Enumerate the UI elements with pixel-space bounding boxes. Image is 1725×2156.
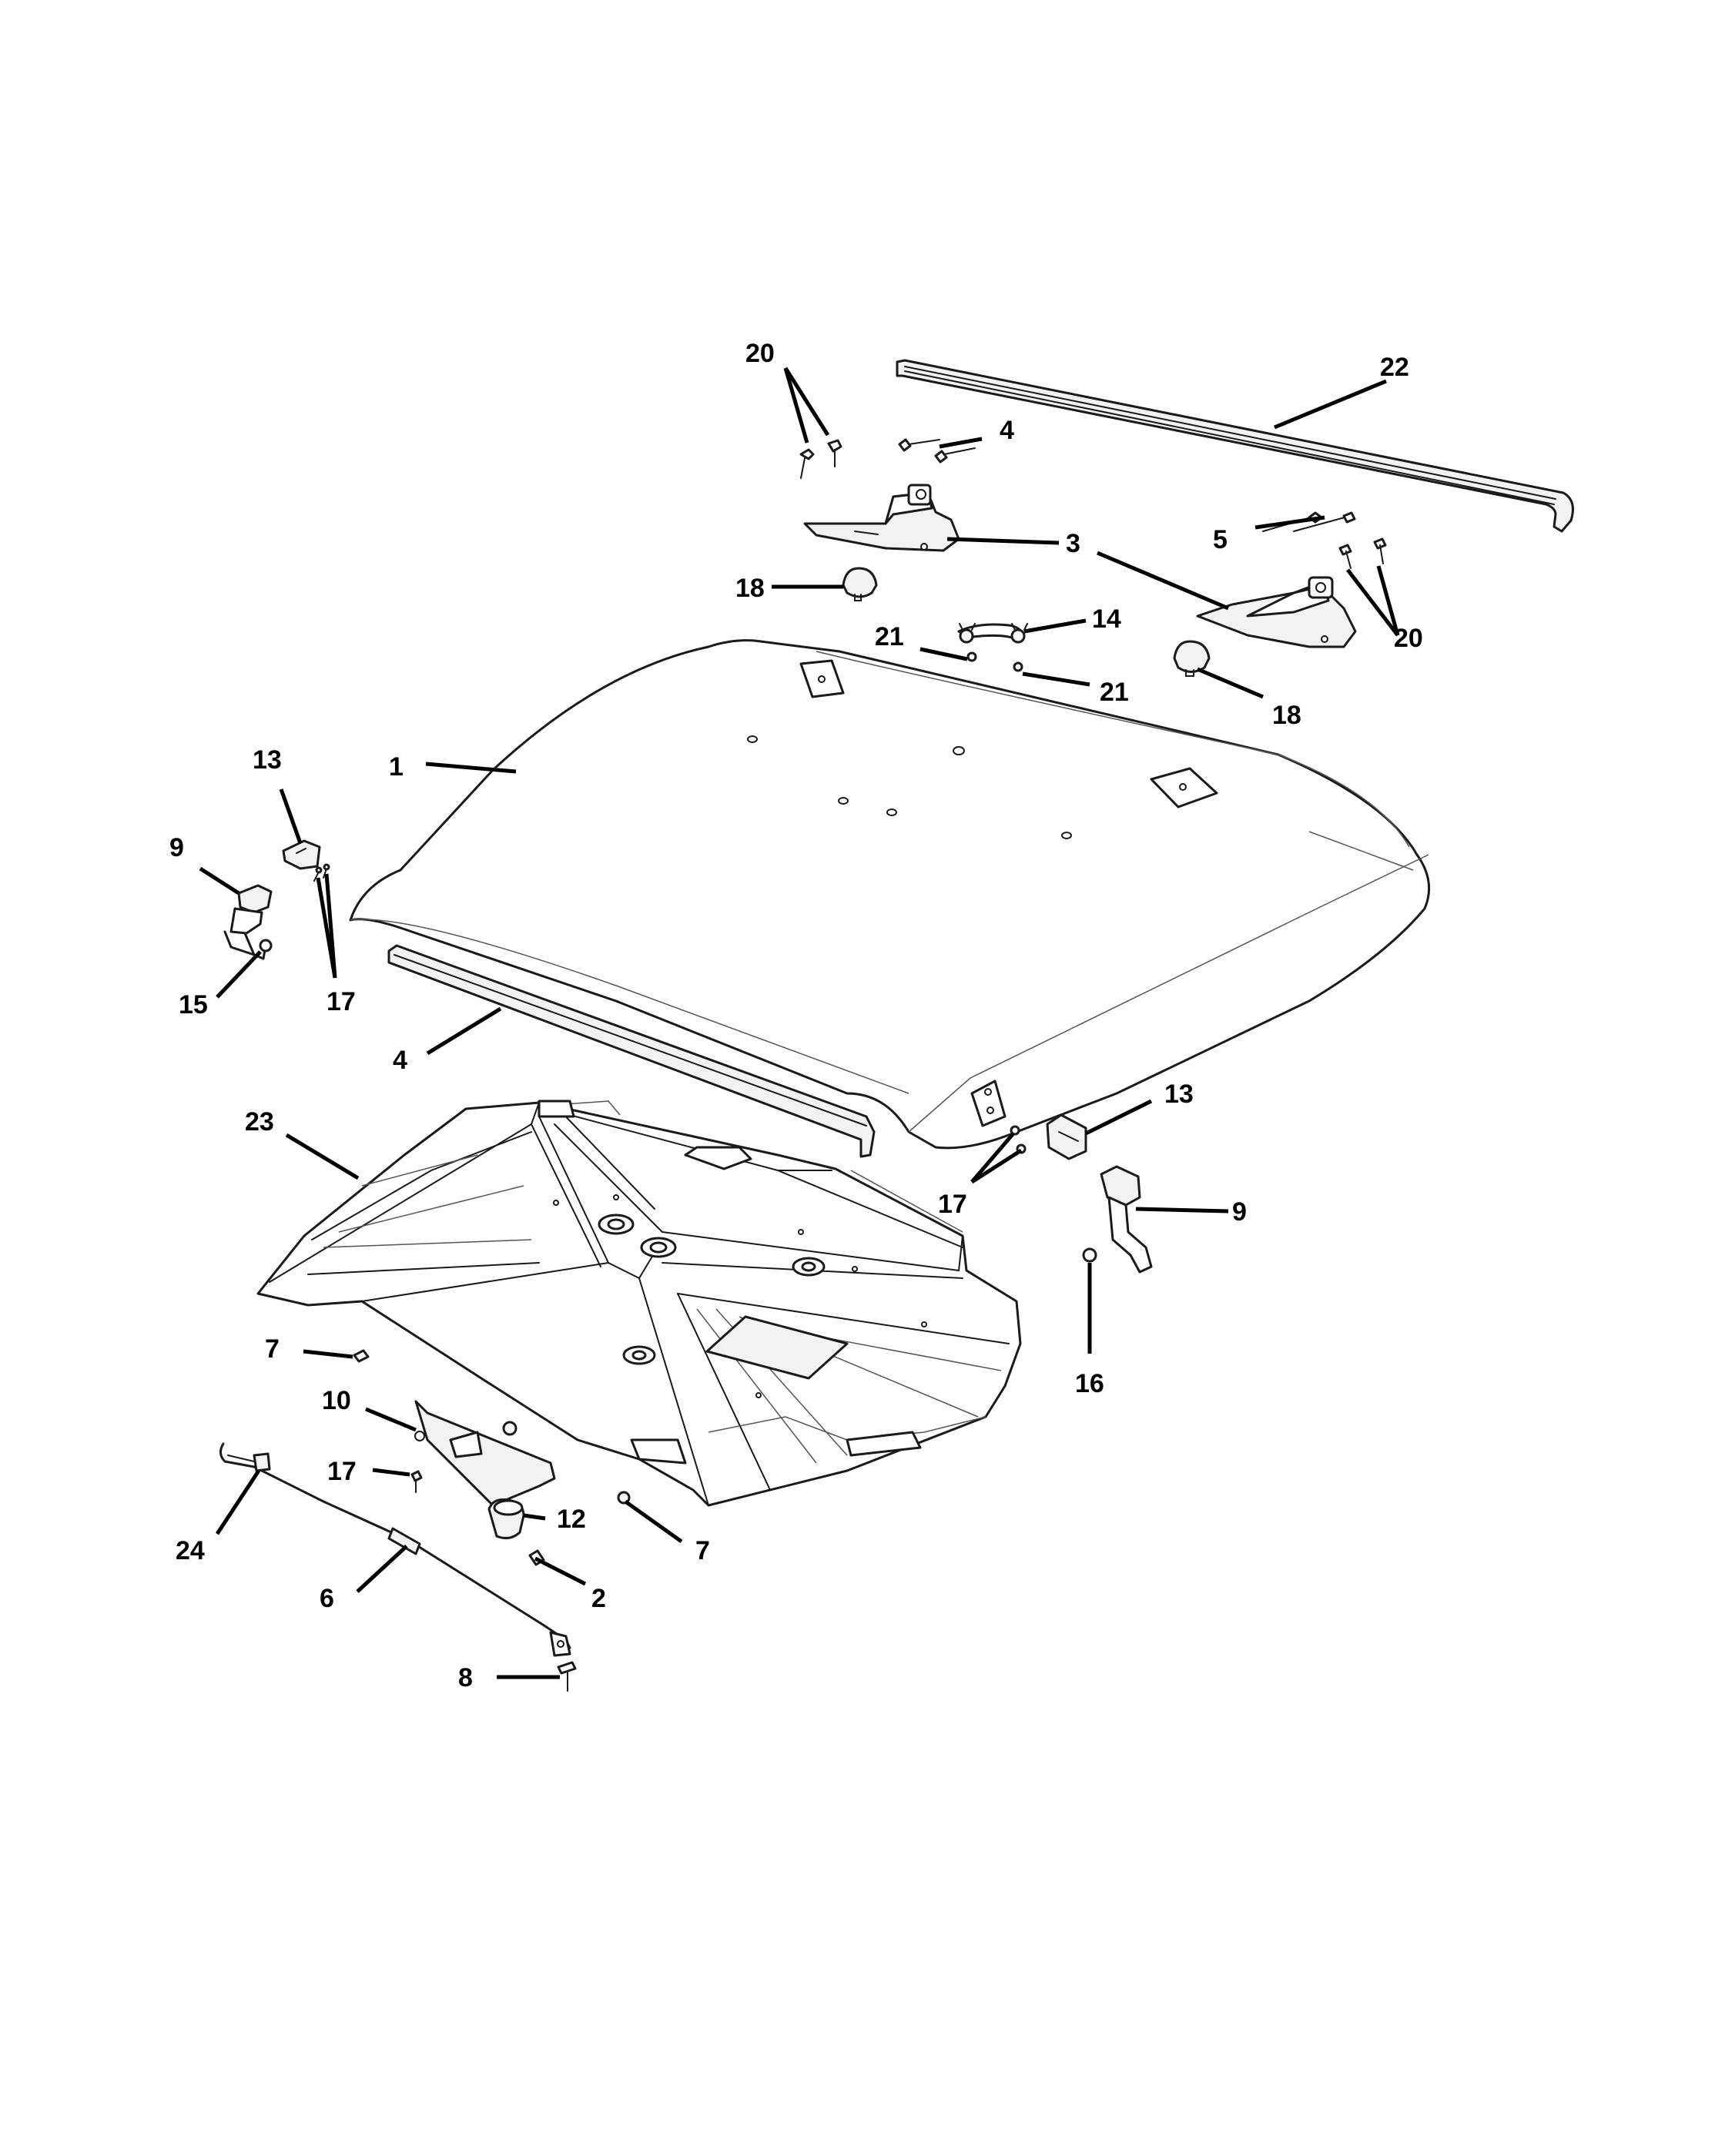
callout-18-left: 18	[735, 574, 765, 603]
callout-16: 17	[327, 1457, 357, 1486]
callout-6: 6	[320, 1584, 334, 1613]
callout-20-top: 20	[745, 339, 775, 368]
callout-15-left: 15	[179, 990, 208, 1019]
callout-12: 12	[557, 1505, 586, 1534]
rivets-17-left	[313, 863, 330, 882]
hood-latch-catch-left	[282, 839, 321, 870]
callout-1: 1	[389, 752, 404, 782]
callout-4: 4	[393, 1046, 407, 1075]
hood-front-seal	[387, 944, 876, 1158]
callout-9-right: 9	[1232, 1197, 1247, 1227]
hinge-bolts-upper-left	[799, 439, 842, 479]
callout-5-top: 4	[1000, 416, 1014, 445]
callout-13-left: 13	[253, 745, 282, 775]
hinge-bolts-right-pair	[1338, 537, 1387, 569]
callout-22: 22	[1380, 353, 1409, 382]
clips-21	[966, 651, 1023, 672]
weatherstrip-seal	[896, 359, 1574, 533]
latch-release-knob	[487, 1498, 525, 1540]
callout-14: 14	[1092, 604, 1121, 634]
callout-20-right: 20	[1394, 624, 1423, 653]
hinge-bolts-right	[1262, 511, 1356, 532]
washer-15-left	[259, 939, 273, 952]
callout-5-right: 5	[1213, 525, 1228, 554]
hood-hinge-left	[803, 484, 960, 552]
latch-bracket	[414, 1400, 556, 1507]
callout-18-right: 18	[1272, 701, 1301, 730]
hood-support-bracket	[957, 623, 1028, 644]
callout-2: 2	[591, 1584, 606, 1613]
clip-7-left	[353, 1349, 370, 1363]
hood-latch-left	[223, 884, 273, 960]
leader-lines	[199, 367, 1400, 1679]
callout-9-left: 9	[169, 833, 184, 862]
hood-latch-right	[1100, 1165, 1153, 1274]
callout-labels: 20 22 4 5 3 18 14 20 21 21 18 1 13 9 15 …	[169, 339, 1423, 1692]
callout-17-left: 17	[327, 987, 356, 1016]
callout-24: 24	[176, 1536, 205, 1565]
callout-10: 10	[322, 1386, 351, 1415]
hood-panel	[349, 639, 1431, 1150]
clip-8	[557, 1661, 577, 1692]
bolt-16	[410, 1470, 423, 1493]
hood-bumper-right	[1173, 640, 1211, 677]
callout-21-bottom: 21	[1100, 678, 1129, 707]
hood-bumper-left	[842, 567, 878, 601]
callout-17-right: 17	[938, 1190, 967, 1219]
hood-support-rod	[219, 1442, 571, 1657]
callout-15-right: 16	[1075, 1369, 1104, 1398]
hinge-bolts-left	[898, 438, 976, 464]
callout-7-left: 7	[265, 1334, 280, 1364]
hood-inner-panel	[256, 1100, 1022, 1507]
callout-8: 8	[458, 1663, 473, 1692]
callout-7-right: 7	[695, 1536, 710, 1565]
hood-latch-catch-right	[1046, 1113, 1087, 1160]
hood-hinge-right	[1196, 576, 1357, 648]
callout-13-right: 13	[1164, 1080, 1194, 1109]
callout-23: 23	[245, 1107, 274, 1137]
washer-15-right	[1082, 1247, 1097, 1263]
callout-3: 3	[1066, 529, 1080, 558]
callout-21-top: 21	[875, 622, 904, 651]
